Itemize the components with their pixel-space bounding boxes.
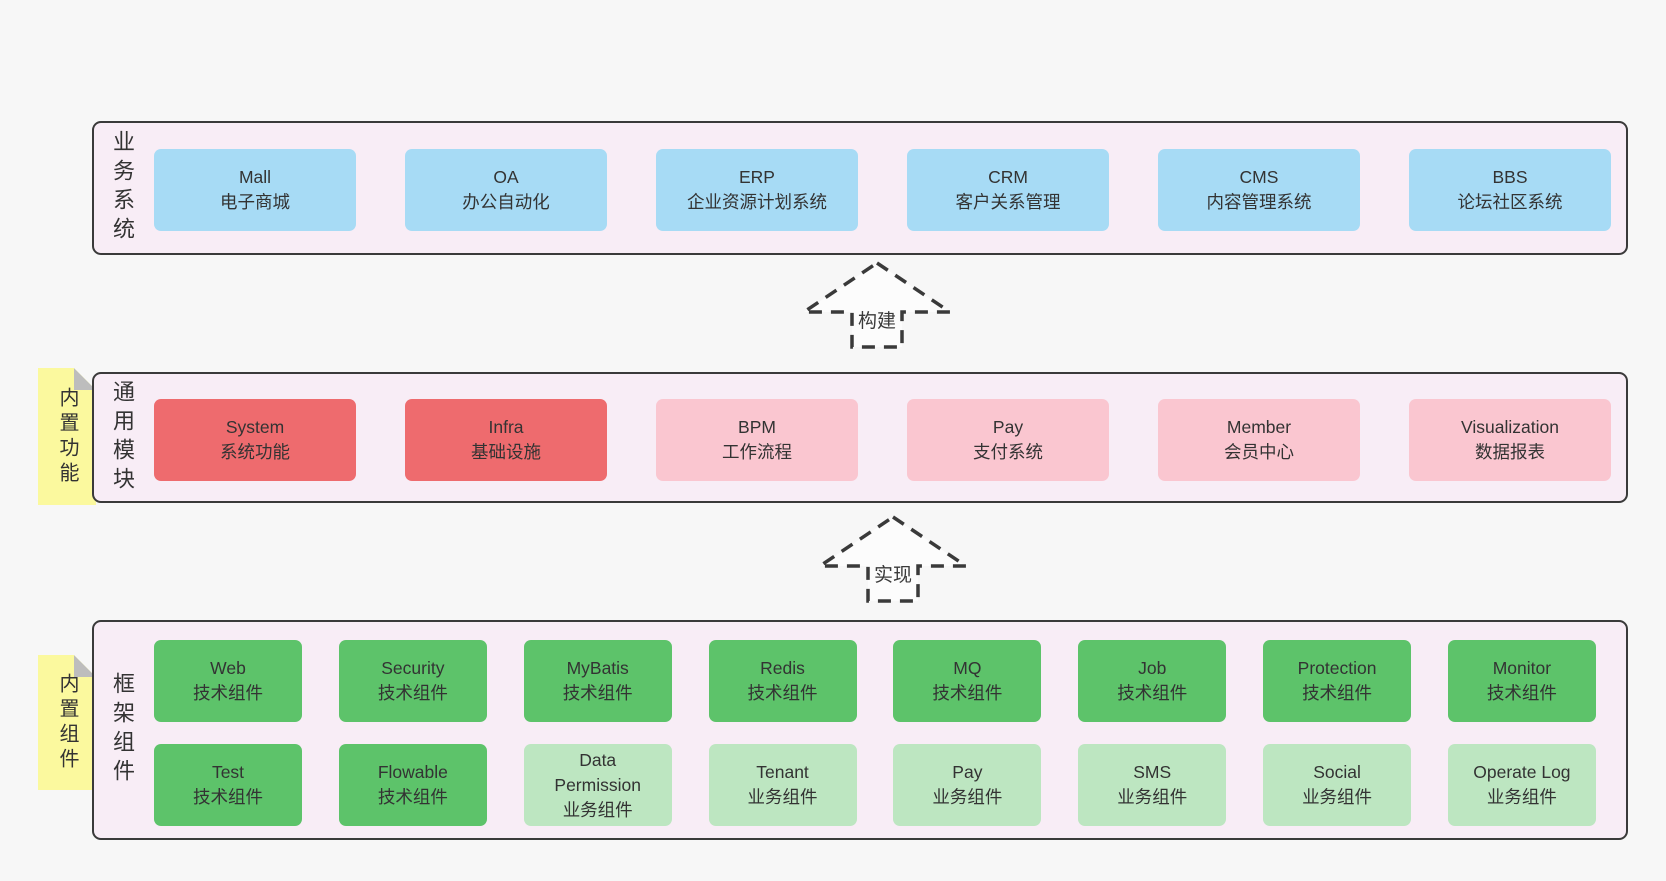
- bbs-box: BBS 论坛社区系统: [1409, 149, 1611, 231]
- mybatis-box: MyBatis 技术组件: [523, 640, 672, 722]
- arrow-implement-label: 实现: [870, 560, 916, 587]
- security-box: Security 技术组件: [338, 640, 487, 722]
- flowable-box: Flowable 技术组件: [338, 744, 487, 826]
- arrow-implement: 实现: [818, 514, 968, 604]
- business-systems-layer: 业务系统 Mall 电子商城 OA 办公自动化 ERP 企业资源计划系统 CRM…: [92, 121, 1628, 255]
- web-box: Web 技术组件: [154, 640, 302, 722]
- protection-box: Protection 技术组件: [1263, 640, 1412, 722]
- components-boxes-row-1: Web 技术组件 Security 技术组件 MyBatis 技术组件 Redi…: [154, 640, 1596, 722]
- sticky-note-built-in-components: 内置组件: [38, 655, 96, 790]
- member-box: Member 会员中心: [1158, 399, 1360, 481]
- common-modules-layer: 通用模块 System 系统功能 Infra 基础设施 BPM 工作流程 Pay…: [92, 372, 1628, 503]
- erp-box: ERP 企业资源计划系统: [656, 149, 858, 231]
- visualization-box: Visualization 数据报表: [1409, 399, 1611, 481]
- layer-side-label-text: 框架组件: [110, 672, 135, 788]
- layer-side-label-text: 通用模块: [110, 379, 135, 496]
- components-boxes-row-2: Test 技术组件 Flowable 技术组件 Data Permission …: [154, 744, 1596, 826]
- mall-box: Mall 电子商城: [154, 149, 356, 231]
- system-box: System 系统功能: [154, 399, 356, 481]
- data-permission-box: Data Permission 业务组件: [523, 744, 672, 826]
- mq-box: MQ 技术组件: [893, 640, 1042, 722]
- arrow-build-label: 构建: [854, 306, 900, 333]
- infra-box: Infra 基础设施: [405, 399, 607, 481]
- layer-side-label-business: 业务系统: [100, 123, 144, 253]
- pay-box: Pay 支付系统: [907, 399, 1109, 481]
- redis-box: Redis 技术组件: [708, 640, 857, 722]
- business-boxes-row: Mall 电子商城 OA 办公自动化 ERP 企业资源计划系统 CRM 客户关系…: [154, 149, 1611, 231]
- cms-box: CMS 内容管理系统: [1158, 149, 1360, 231]
- social-box: Social 业务组件: [1263, 744, 1412, 826]
- dashed-up-arrow-icon: [802, 260, 952, 349]
- crm-box: CRM 客户关系管理: [907, 149, 1109, 231]
- monitor-box: Monitor 技术组件: [1447, 640, 1596, 722]
- layer-side-label-modules: 通用模块: [100, 374, 144, 501]
- bpm-box: BPM 工作流程: [656, 399, 858, 481]
- dashed-up-arrow-icon: [818, 514, 968, 603]
- pay-box: Pay 业务组件: [893, 744, 1042, 826]
- layer-side-label-text: 业务系统: [110, 130, 135, 246]
- sms-box: SMS 业务组件: [1078, 744, 1227, 826]
- note-label: 内置组件: [56, 672, 78, 773]
- note-label: 内置功能: [56, 386, 78, 487]
- tenant-box: Tenant 业务组件: [708, 744, 857, 826]
- sticky-note-built-in-functions: 内置功能: [38, 368, 96, 505]
- job-box: Job 技术组件: [1078, 640, 1227, 722]
- modules-boxes-row: System 系统功能 Infra 基础设施 BPM 工作流程 Pay 支付系统…: [154, 399, 1611, 481]
- arrow-build: 构建: [802, 260, 952, 350]
- oa-box: OA 办公自动化: [405, 149, 607, 231]
- test-box: Test 技术组件: [154, 744, 302, 826]
- framework-components-layer: 框架组件 Web 技术组件 Security 技术组件 MyBatis 技术组件…: [92, 620, 1628, 840]
- operate-log-box: Operate Log 业务组件: [1447, 744, 1596, 826]
- layer-side-label-components: 框架组件: [100, 622, 144, 838]
